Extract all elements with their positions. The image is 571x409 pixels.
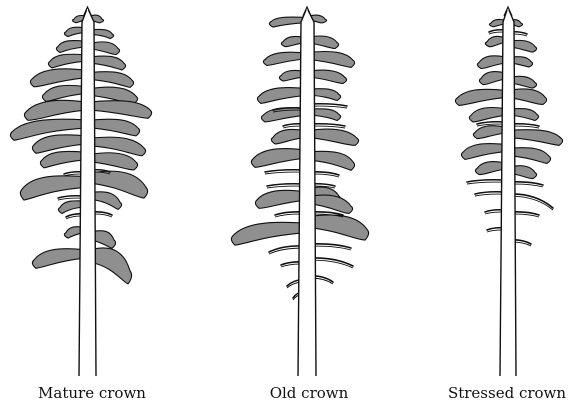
caption-mature-crown: Mature crown	[38, 384, 146, 402]
foliage-pad	[475, 162, 505, 175]
foliage-pad	[92, 29, 114, 38]
foliage-pad	[42, 85, 84, 101]
foliage-pad	[92, 72, 134, 88]
foliage-pad	[92, 248, 132, 284]
foliage-pad	[309, 215, 369, 240]
foliage-pad	[92, 153, 138, 170]
foliage-pad	[309, 51, 355, 67]
foliage-pad	[92, 42, 120, 55]
foliage-pad	[92, 101, 152, 119]
foliage-pad	[48, 54, 84, 68]
foliage-pad	[30, 69, 84, 87]
old-crown-tree	[231, 7, 368, 376]
foliage-pad	[231, 222, 305, 245]
foliage-pad	[92, 192, 122, 210]
foliage-pad	[477, 56, 505, 69]
foliage-pad	[309, 151, 355, 170]
foliage-pad	[263, 52, 305, 65]
foliage-pad	[255, 190, 305, 208]
foliage-pad	[455, 89, 505, 105]
bare-branch-edge	[467, 182, 505, 184]
foliage-pad	[257, 88, 305, 104]
mature-crown-tree	[10, 7, 151, 376]
foliage-pad	[469, 107, 505, 121]
foliage-pad	[473, 126, 505, 139]
foliage-pad	[509, 130, 563, 146]
foliage-pad	[24, 100, 84, 120]
foliage-pad	[92, 119, 140, 136]
foliage-pad	[32, 249, 84, 269]
foliage-pad	[251, 149, 305, 168]
foliage-pad	[92, 56, 126, 70]
foliage-pad	[479, 72, 505, 85]
bare-branch-edge	[475, 194, 505, 196]
foliage-pad	[40, 151, 84, 167]
foliage-pad	[485, 36, 505, 46]
foliage-pad	[56, 41, 84, 53]
caption-stressed-crown: Stressed crown	[448, 384, 566, 402]
bare-branch-edge	[265, 172, 305, 174]
foliage-pad	[64, 27, 84, 36]
foliage-pad	[309, 129, 359, 145]
stressed-crown-tree	[455, 7, 562, 376]
foliage-pad	[269, 17, 305, 27]
foliage-pad	[32, 135, 84, 153]
foliage-pad	[461, 144, 505, 160]
caption-old-crown: Old crown	[270, 384, 349, 402]
